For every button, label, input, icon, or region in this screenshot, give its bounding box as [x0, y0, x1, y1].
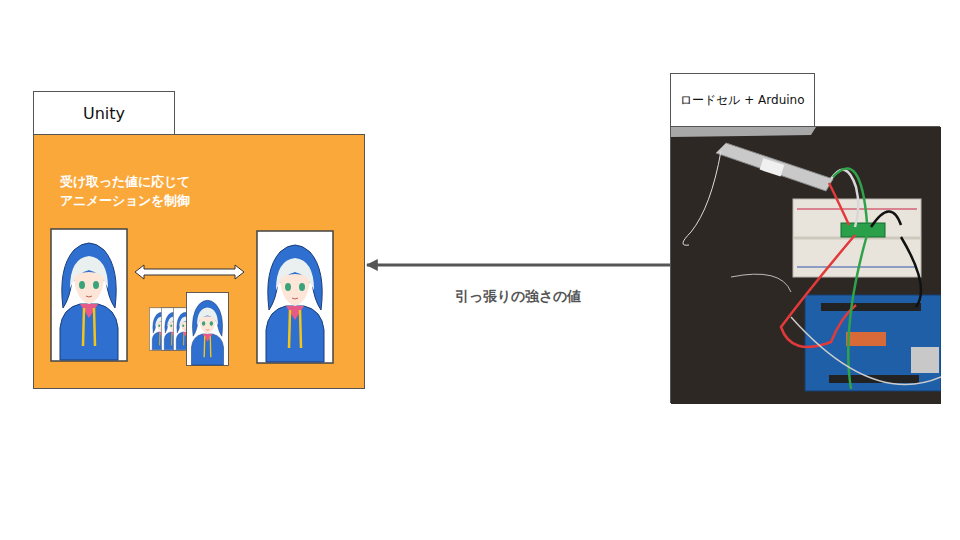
laptop-edge — [671, 127, 816, 137]
tab-header: Unity — [33, 91, 175, 135]
data-arrow — [367, 264, 670, 267]
loadcell-arduino-photo — [671, 127, 941, 404]
character-large-right — [257, 231, 333, 363]
box-title: Unity — [83, 104, 125, 123]
character-illustrations — [34, 135, 366, 390]
character-large-left — [51, 229, 127, 361]
wires — [781, 169, 941, 389]
character-stack — [149, 293, 228, 366]
body-text: 受け取った値に応じて アニメーションを制御 — [60, 173, 230, 211]
edge-label: 引っ張りの強さの値 — [453, 288, 583, 306]
box-body — [670, 126, 940, 403]
double-arrow — [135, 265, 244, 279]
system-box: ロードセル + Arduino — [670, 73, 940, 403]
box-body: 受け取った値に応じて アニメーションを制御 — [33, 134, 365, 389]
load-cell — [716, 143, 833, 191]
system-box: Unity 受け取った値に応じて アニメーションを制御 — [33, 91, 365, 389]
box-title: ロードセル + Arduino — [680, 92, 804, 109]
tab-header: ロードセル + Arduino — [670, 73, 815, 127]
